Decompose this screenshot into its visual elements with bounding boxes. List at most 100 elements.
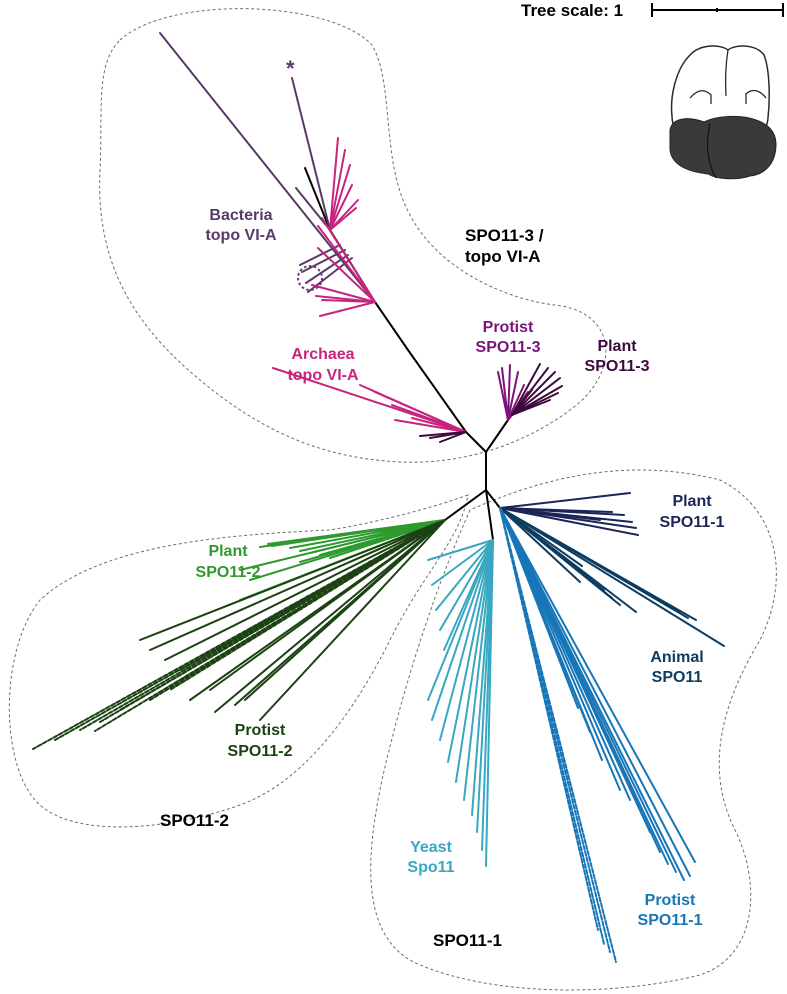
plant-spo11-3-branch xyxy=(511,399,551,416)
yeast-spo11-branch xyxy=(455,539,494,783)
bacteria-branch xyxy=(291,77,331,231)
plant-spo11-3-branch xyxy=(511,371,556,416)
clade-label-animal-spo11-line1: Animal xyxy=(650,649,703,666)
protist-spo11-2-branch xyxy=(214,519,446,713)
plant-spo11-1-branch xyxy=(499,492,631,509)
archaea-branch xyxy=(374,391,467,433)
protist-spo11-2-branch xyxy=(164,519,446,661)
animal-spo11-branch xyxy=(499,507,581,583)
clade-label-plant-spo11-3-line2: SPO11-3 xyxy=(585,358,650,375)
clade-label-protist-spo11-1-line2: SPO11-1 xyxy=(638,912,703,929)
animal-spo11-branch xyxy=(499,507,697,621)
clade-label-plant-spo11-1-line1: Plant xyxy=(672,493,712,510)
protist-spo11-2-branch xyxy=(94,519,446,732)
archaea-branch xyxy=(317,225,376,303)
clade-labels: Bacteria topo VI-A Archaea topo VI-A Pro… xyxy=(196,207,725,929)
clade-label-yeast-spo11-line1: Yeast xyxy=(410,839,452,856)
plant-spo11-3-branch xyxy=(511,377,561,416)
protist-spo11-2-branch xyxy=(244,519,446,701)
backbone-branch xyxy=(304,167,331,231)
plant-spo11-1-branch xyxy=(499,507,601,521)
clade-label-protist-spo11-1-line1: Protist xyxy=(645,892,696,909)
highlight-circle xyxy=(297,265,323,291)
group-label-spo11-3-line1: SPO11-3 / xyxy=(465,226,544,245)
animal-spo11-branch xyxy=(499,507,637,613)
protist-spo11-3-branch xyxy=(501,367,509,421)
plant-spo11-3-branch xyxy=(511,363,541,416)
backbone-branch xyxy=(465,431,487,453)
protein-structure-icon xyxy=(669,45,777,180)
yeast-spo11-branch xyxy=(463,539,494,801)
yeast-spo11-branch xyxy=(435,539,494,611)
bacteria-branch xyxy=(299,244,341,266)
clade-label-archaea-line2: topo VI-A xyxy=(287,367,359,384)
yeast-spo11-branch xyxy=(471,539,494,816)
group-label-spo11-3-line2: topo VI-A xyxy=(465,247,541,266)
archaea-branch xyxy=(329,137,339,231)
clade-label-plant-spo11-2-line2: SPO11-2 xyxy=(196,564,261,581)
plant-spo11-2-branch xyxy=(259,519,446,548)
archaea-branch xyxy=(321,217,376,303)
plant-spo11-1-branch xyxy=(499,507,625,516)
clade-label-protist-spo11-3-line2: SPO11-3 xyxy=(476,339,541,356)
yeast-spo11-branch xyxy=(447,539,494,763)
protist-spo11-2-branch xyxy=(139,519,446,641)
archaea-branch xyxy=(329,184,353,231)
bacteria-branch xyxy=(159,32,376,303)
backbone-branch xyxy=(485,489,494,541)
protist-spo11-3-branch xyxy=(507,364,511,421)
protist-spo11-2-branch xyxy=(259,519,446,721)
backbone-branch xyxy=(444,489,487,521)
yeast-spo11-branch xyxy=(427,539,494,561)
spo11-1-group-outline xyxy=(370,469,777,991)
archaea-branch xyxy=(329,149,346,231)
archaea-branch xyxy=(429,431,467,439)
clade-label-plant-spo11-1-line2: SPO11-1 xyxy=(660,514,725,531)
yeast-spo11-branch xyxy=(439,539,494,741)
tree-scale-bar: Tree scale: 1 xyxy=(521,1,784,20)
protist-spo11-3-branch xyxy=(507,371,519,421)
plant-spo11-1-branch xyxy=(499,507,639,536)
group-outlines xyxy=(8,8,777,991)
clade-label-protist-spo11-2-line2: SPO11-2 xyxy=(228,743,293,760)
clade-label-animal-spo11-line2: SPO11 xyxy=(652,669,703,686)
yeast-spo11-branch xyxy=(431,539,494,721)
clade-label-plant-spo11-2-line1: Plant xyxy=(208,543,248,560)
plant-spo11-2-branch xyxy=(299,519,446,563)
backbone-branch xyxy=(485,419,509,453)
archaea-branch xyxy=(439,431,467,443)
archaea-branch xyxy=(321,299,376,303)
archaea-branch xyxy=(319,301,376,317)
archaea-branch xyxy=(394,419,467,433)
clade-label-yeast-spo11-line2: Spo11 xyxy=(407,859,454,876)
protist-spo11-1-branch xyxy=(499,507,691,877)
protist-spo11-3-branch xyxy=(507,384,525,421)
backbone-branch xyxy=(485,489,501,509)
clade-label-bacteria-line2: topo VI-A xyxy=(205,227,277,244)
clade-label-protist-spo11-3-line1: Protist xyxy=(483,319,534,336)
group-label-spo11-2: SPO11-2 xyxy=(160,811,229,830)
backbone-branch xyxy=(374,301,409,351)
archaea-branch xyxy=(329,207,357,231)
yeast-spo11-branch xyxy=(431,539,494,586)
yeast-spo11-branch xyxy=(443,539,494,651)
backbone-branch xyxy=(407,349,467,433)
yeast-spo11-branch xyxy=(476,539,494,833)
animal-spo11-branch xyxy=(499,507,583,567)
clade-label-bacteria-line1: Bacteria xyxy=(209,207,272,224)
plant-spo11-3-branch xyxy=(511,367,549,416)
tree-scale-label: Tree scale: 1 xyxy=(521,1,623,20)
archaea-branch xyxy=(311,284,376,303)
clade-label-plant-spo11-3-line1: Plant xyxy=(597,338,637,355)
clade-label-protist-spo11-2-line1: Protist xyxy=(235,722,286,739)
protist-spo11-1-branch xyxy=(499,507,696,863)
tree-branches xyxy=(32,32,725,963)
archaea-branch xyxy=(317,247,376,303)
archaea-branch xyxy=(329,164,351,231)
asterisk-marker: * xyxy=(286,56,295,81)
spo11-3-group-outline xyxy=(99,8,607,463)
bacteria-branch xyxy=(305,254,349,284)
protist-spo11-2-branch xyxy=(149,519,446,651)
clade-label-archaea-line1: Archaea xyxy=(291,346,354,363)
